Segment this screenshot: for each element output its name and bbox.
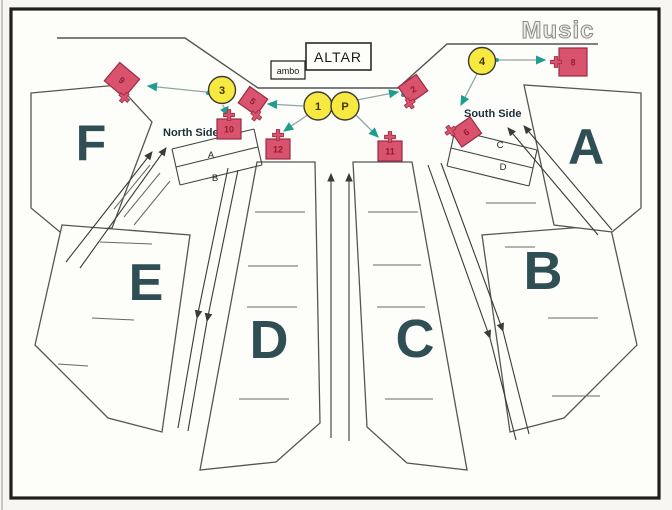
cross-icon bbox=[223, 109, 235, 121]
cross-icon bbox=[384, 131, 396, 143]
row-label-north-b: B bbox=[212, 173, 218, 184]
aisle-arrows bbox=[65, 125, 613, 441]
svg-text:11: 11 bbox=[385, 147, 395, 157]
station-6: 6 bbox=[444, 116, 483, 148]
sanctuary-wall-line bbox=[57, 37, 598, 89]
row-label-north-a: A bbox=[208, 150, 215, 161]
flow-arrows bbox=[146, 55, 547, 138]
section-e-letter: E bbox=[129, 254, 164, 312]
svg-text:9: 9 bbox=[117, 75, 127, 86]
ambo-box bbox=[270, 60, 306, 80]
altar-label: ALTAR bbox=[314, 49, 362, 65]
station-2: 2 bbox=[397, 73, 429, 110]
station-8: 8 bbox=[550, 47, 588, 77]
section-c-letter: C bbox=[396, 309, 435, 369]
pew-band-northwest bbox=[113, 164, 171, 226]
svg-text:8: 8 bbox=[570, 58, 575, 68]
position-circle-1: 1 bbox=[303, 91, 333, 121]
cross-icon bbox=[250, 109, 263, 122]
row-label-south-d: D bbox=[500, 162, 507, 173]
svg-text:1: 1 bbox=[315, 101, 321, 113]
section-b-letter: B bbox=[524, 241, 563, 301]
svg-text:10: 10 bbox=[224, 125, 234, 135]
music-area-label: Music bbox=[521, 17, 594, 44]
cross-icon bbox=[118, 91, 131, 104]
station-5: 5 bbox=[237, 85, 269, 122]
svg-text:P: P bbox=[341, 101, 348, 113]
svg-text:3: 3 bbox=[219, 85, 225, 97]
svg-text:6: 6 bbox=[461, 127, 471, 138]
section-c-shape bbox=[352, 161, 468, 471]
ambo-label: ambo bbox=[277, 66, 300, 76]
section-d-letter: D bbox=[250, 310, 289, 370]
section-b-shape bbox=[481, 224, 638, 433]
position-circle-4: 4 bbox=[467, 46, 497, 76]
svg-text:2: 2 bbox=[408, 84, 418, 95]
station-12: 12 bbox=[265, 129, 291, 160]
section-e-shape bbox=[34, 224, 191, 433]
pew-lines bbox=[57, 202, 600, 400]
position-circle-3: 3 bbox=[207, 75, 237, 105]
station-11: 11 bbox=[377, 131, 403, 162]
svg-text:12: 12 bbox=[273, 145, 283, 155]
row-label-south-c: C bbox=[497, 140, 504, 151]
station-9: 9 bbox=[103, 61, 141, 104]
section-f-letter: F bbox=[76, 115, 107, 171]
cross-icon bbox=[272, 129, 284, 141]
section-a-shape bbox=[523, 84, 642, 233]
position-circle-priest: P bbox=[330, 91, 360, 121]
north-side-label: North Side bbox=[163, 127, 219, 139]
cross-icon bbox=[403, 97, 416, 110]
section-d-shape bbox=[199, 161, 321, 471]
svg-text:4: 4 bbox=[479, 56, 486, 68]
section-a-letter: A bbox=[568, 119, 604, 175]
altar-box bbox=[305, 42, 372, 71]
svg-text:5: 5 bbox=[248, 96, 258, 107]
cross-icon bbox=[550, 56, 562, 68]
cross-icon bbox=[444, 124, 457, 137]
south-side-label: South Side bbox=[464, 108, 521, 120]
station-10: 10 bbox=[216, 109, 242, 140]
